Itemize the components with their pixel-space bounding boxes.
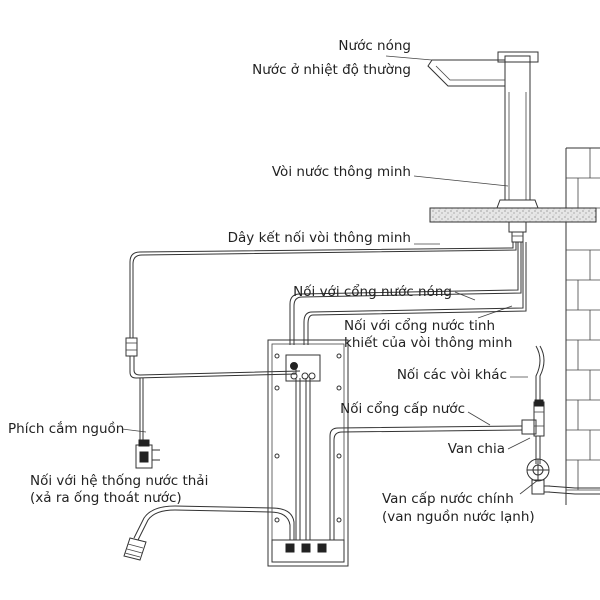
countertop (429, 207, 597, 223)
label-drain-line2: (xả ra ống thoát nước) (30, 489, 182, 506)
leader-lines (121, 55, 539, 495)
label-main-valve-line1: Van cấp nước chính (382, 491, 514, 507)
label-smart-faucet: Vòi nước thông minh (272, 164, 411, 180)
label-hot-water: Nước nóng (338, 38, 411, 54)
labels: Nước nóng Nước ở nhiệt độ thường Vòi nướ… (8, 38, 535, 525)
label-water-inlet: Nối cổng cấp nước (340, 400, 465, 417)
label-hot-water-port: Nối với cổng nước nóng (293, 283, 452, 300)
main-valve-icon (526, 458, 550, 495)
label-other-faucets: Nối các vòi khác (397, 366, 507, 383)
label-drain-line1: Nối với hệ thống nước thải (30, 472, 208, 489)
label-purified-port-line1: Nối với cổng nước tinh (344, 317, 495, 334)
label-faucet-cable: Dây kết nối vòi thông minh (228, 229, 411, 246)
smart-faucet-icon (427, 51, 539, 243)
filter-unit (267, 339, 349, 567)
label-splitter-valve: Van chia (448, 441, 505, 457)
label-purified-port-line2: khiết của vòi thông minh (344, 334, 512, 351)
label-room-temp-water: Nước ở nhiệt độ thường (252, 62, 411, 78)
brick-wall (565, 147, 600, 505)
power-plug-icon (135, 439, 160, 469)
splitter-valve-icon (521, 399, 545, 437)
label-power-plug: Phích cắm nguồn (8, 420, 124, 437)
drain-elbow-icon (123, 537, 147, 561)
pipes (125, 242, 600, 541)
label-main-valve-line2: (van nguồn nước lạnh) (382, 508, 535, 525)
